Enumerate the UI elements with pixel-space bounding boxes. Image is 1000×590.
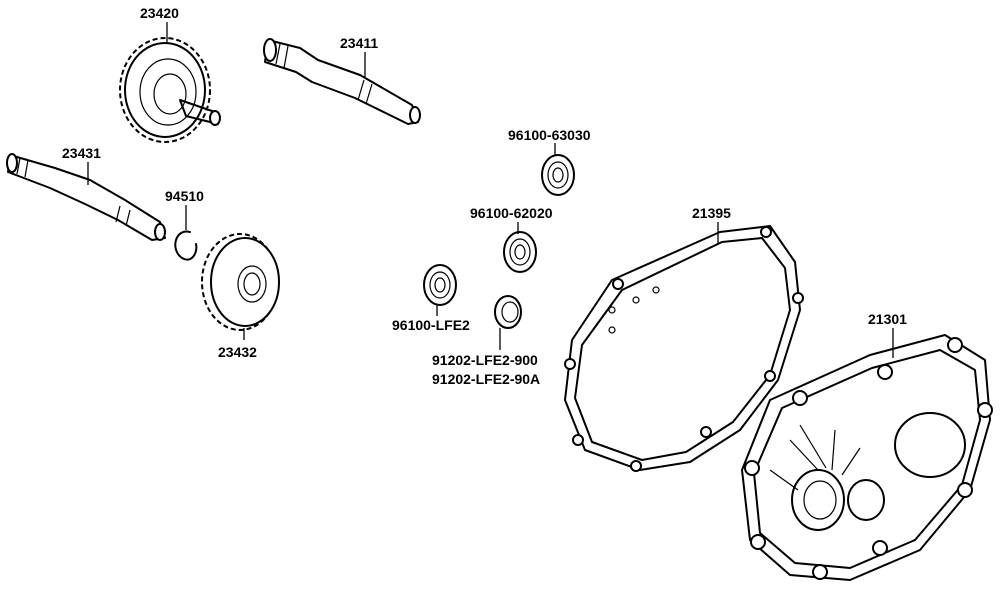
oil-seal-91202 (494, 295, 522, 329)
label-21395: 21395 (692, 205, 731, 221)
label-23432: 23432 (218, 344, 257, 360)
bearing-96100-62020 (503, 231, 537, 273)
shaft-23431 (6, 153, 166, 241)
bearing-96100-lfe2 (423, 264, 457, 306)
label-91202-lfe2-90a: 91202-LFE2-90A (432, 371, 540, 387)
label-91202-lfe2-900: 91202-LFE2-900 (432, 352, 538, 368)
bearing-96100-63030 (541, 154, 575, 196)
shaft-23411 (263, 38, 421, 125)
label-23420: 23420 (140, 5, 179, 21)
label-94510: 94510 (165, 188, 204, 204)
label-96100-63030: 96100-63030 (508, 127, 591, 143)
label-23411: 23411 (340, 35, 378, 51)
cover-21301 (741, 334, 993, 581)
gear-23420 (119, 37, 221, 143)
label-21301: 21301 (868, 311, 907, 327)
label-96100-lfe2: 96100-LFE2 (392, 317, 470, 333)
label-96100-62020: 96100-62020 (470, 205, 553, 221)
label-23431: 23431 (62, 145, 101, 161)
gasket-21395 (564, 225, 804, 472)
circlip-94510 (174, 230, 198, 261)
gear-23432 (201, 233, 280, 331)
